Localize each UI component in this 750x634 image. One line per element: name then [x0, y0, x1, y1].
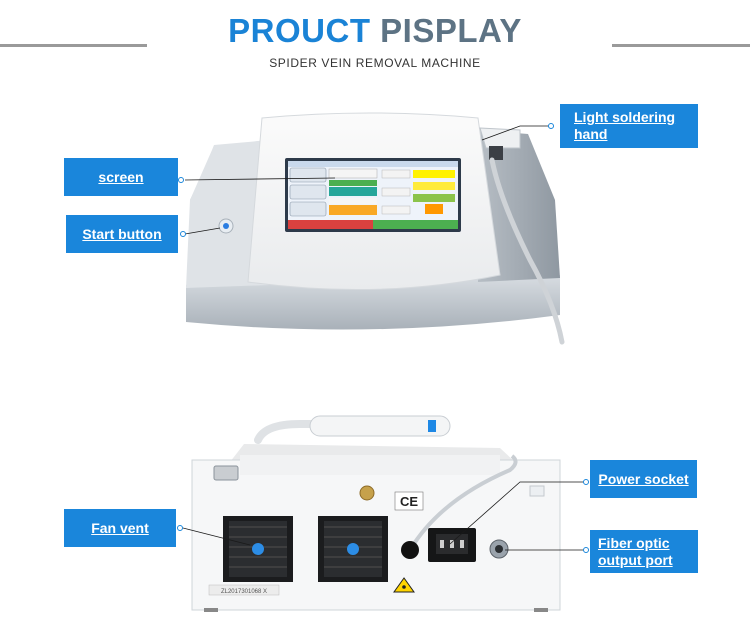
page-title-part1: PROUCT — [228, 12, 371, 49]
serial-number: ZL2017301068 X — [221, 589, 267, 595]
ce-mark: CE — [400, 494, 418, 509]
rear-panel-upper — [240, 455, 500, 475]
laser-warning-sign — [393, 577, 415, 593]
callout-power-socket-text: Power socket — [598, 471, 689, 487]
callout-start-button-dot — [180, 231, 186, 237]
serial-sticker — [208, 584, 280, 596]
callout-start-button-text: Start button — [82, 226, 162, 242]
foot-right — [534, 608, 548, 612]
line-screen — [184, 177, 336, 181]
callout-power-socket-dot — [583, 479, 589, 485]
rear-handpiece-cable — [254, 420, 416, 444]
fan-left — [223, 516, 293, 582]
fiber-cable-rear — [408, 454, 518, 552]
callout-fiber-port-text: Fiber optic output port — [598, 534, 673, 568]
fiber-cable-front — [489, 157, 565, 345]
callout-handpiece-text: Light soldering hand — [574, 109, 676, 142]
front-device — [186, 112, 565, 345]
rear-connector — [213, 465, 239, 481]
callout-screen: screen — [64, 158, 178, 196]
screen-display — [288, 161, 458, 229]
foot-left — [204, 608, 218, 612]
rear-handpiece-tip — [428, 420, 436, 432]
page-title-part2: PISPLAY — [380, 12, 522, 49]
start-button-led — [223, 223, 229, 229]
handpiece-holder — [479, 127, 521, 149]
callout-power-socket: Power socket — [590, 460, 697, 498]
callout-start-button: Start button — [66, 215, 178, 253]
line-start-button — [184, 227, 221, 235]
handpiece-slot — [489, 146, 503, 160]
line-fan-vent — [182, 527, 251, 546]
line-handpiece — [481, 125, 553, 141]
callout-handpiece-dot — [548, 123, 554, 129]
callout-fan-vent-dot — [177, 525, 183, 531]
front-base — [186, 275, 560, 330]
callout-lines — [182, 125, 588, 551]
ce-mark-frame — [394, 491, 424, 511]
fan-right — [318, 516, 388, 582]
callout-handpiece: Light soldering hand — [560, 104, 698, 148]
fuse-holder — [359, 485, 375, 501]
header-rule-right — [612, 44, 750, 47]
power-switch — [401, 541, 419, 559]
line-power-socket — [449, 481, 588, 545]
header-rule-left — [0, 44, 147, 47]
callout-fan-vent-text: Fan vent — [91, 520, 149, 536]
callout-fiber-port: Fiber optic output port — [590, 530, 698, 573]
callout-screen-dot — [178, 177, 184, 183]
callout-fiber-port-dot — [583, 547, 589, 553]
front-left-panel — [186, 140, 270, 288]
rear-label-small — [529, 485, 545, 497]
page-title: PROUCT PISPLAY — [0, 12, 750, 50]
callout-screen-text: screen — [98, 169, 144, 185]
callout-fan-vent: Fan vent — [64, 509, 176, 547]
rear-device: CE ZL2017301068 X — [191, 415, 561, 612]
rear-handpiece — [309, 415, 451, 437]
front-right-panel — [478, 130, 560, 282]
page-subtitle: SPIDER VEIN REMOVAL MACHINE — [269, 56, 481, 70]
